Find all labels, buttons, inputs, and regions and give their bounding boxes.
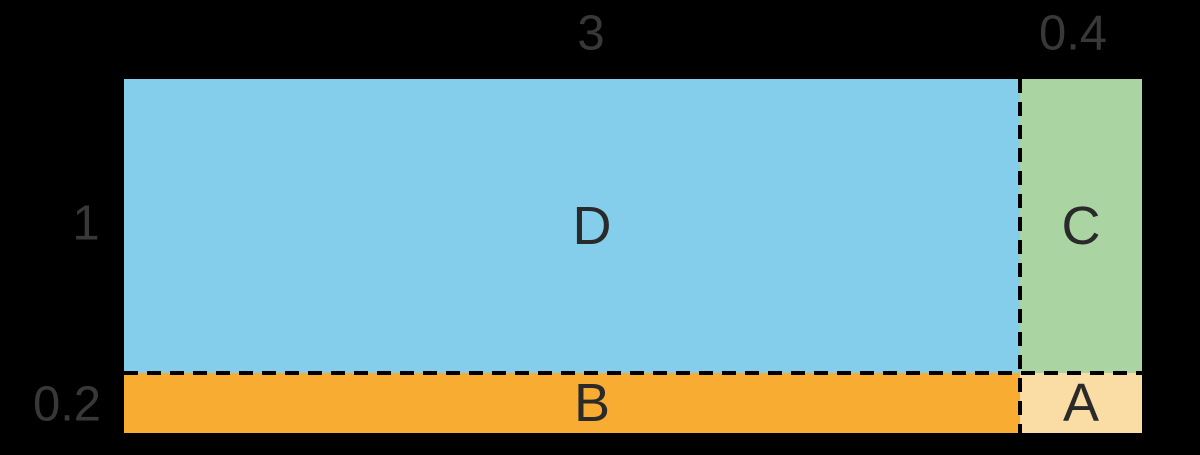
region-c: C xyxy=(1020,79,1142,373)
region-d: D xyxy=(124,79,1020,373)
top-dimension-label-left: 3 xyxy=(577,6,605,61)
top-dimension-label-right: 0.4 xyxy=(1038,6,1108,61)
side-dimension-label-bottom: 0.2 xyxy=(32,377,102,432)
region-b-label: B xyxy=(573,373,611,433)
region-a-label: A xyxy=(1062,373,1100,433)
region-c-label: C xyxy=(1061,196,1101,256)
region-d-label: D xyxy=(572,196,612,256)
region-b: B xyxy=(124,373,1020,433)
side-dimension-label-top: 1 xyxy=(72,196,100,251)
partitioned-rectangle: D C B A xyxy=(120,75,1146,437)
region-a: A xyxy=(1020,373,1142,433)
